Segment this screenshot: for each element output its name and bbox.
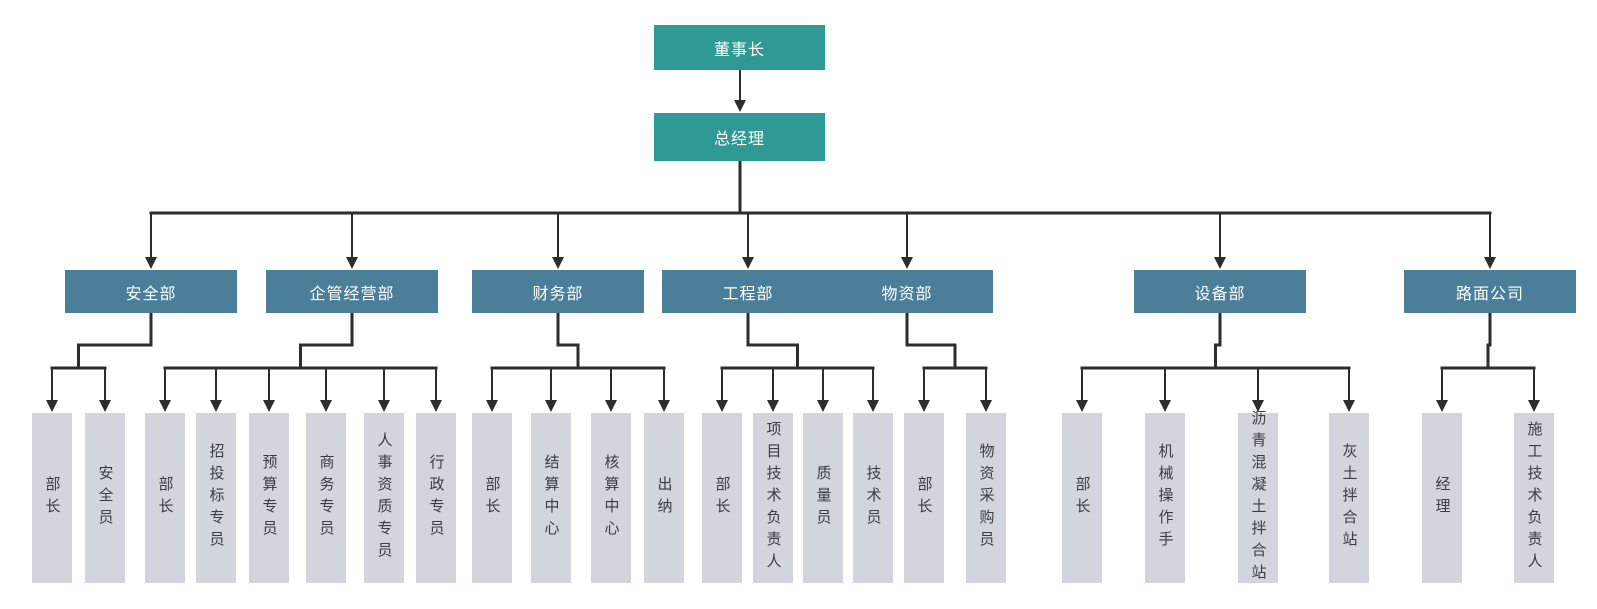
node-label: 沥青混凝土拌合站: [1249, 410, 1267, 586]
org-node-department: 物资部: [821, 270, 993, 313]
node-label: 预算专员: [260, 454, 278, 542]
node-label: 物资采购员: [977, 443, 995, 553]
org-node-position: 沥青混凝土拌合站: [1238, 410, 1278, 586]
org-node-position: 预算专员: [249, 413, 289, 583]
org-node-position: 部长: [32, 413, 72, 583]
node-label: 技术员: [864, 465, 882, 531]
node-label: 招投标专员: [207, 443, 225, 553]
node-label: 项目技术负责人: [764, 421, 782, 575]
org-node-general-manager: 总经理: [654, 113, 825, 161]
org-node-position: 部长: [702, 413, 742, 583]
org-node-department: 工程部: [662, 270, 834, 313]
general-manager-label: 总经理: [713, 131, 765, 148]
org-node-position: 部长: [904, 413, 944, 583]
org-node-position: 招投标专员: [196, 413, 236, 583]
org-node-position: 出纳: [644, 413, 684, 583]
node-label: 经理: [1433, 476, 1451, 520]
node-label: 部长: [156, 476, 174, 520]
node-label: 人事资质专员: [375, 432, 393, 564]
node-label: 核算中心: [602, 454, 620, 542]
node-label: 安全部: [125, 285, 177, 303]
node-label: 物资部: [881, 285, 933, 303]
node-label: 出纳: [655, 476, 673, 520]
org-node-position: 部长: [145, 413, 185, 583]
node-label: 企管经营部: [309, 285, 395, 303]
org-node-position: 核算中心: [591, 413, 631, 583]
node-label: 商务专员: [317, 454, 335, 542]
node-label: 部长: [43, 476, 61, 520]
node-label: 工程部: [722, 285, 774, 303]
org-node-position: 灰土拌合站: [1329, 413, 1369, 583]
node-label: 部长: [483, 476, 501, 520]
node-label: 设备部: [1194, 285, 1246, 303]
node-label: 结算中心: [542, 454, 560, 542]
org-node-position: 施工技术负责人: [1514, 413, 1554, 583]
node-label: 机械操作手: [1156, 443, 1174, 553]
org-node-department: 设备部: [1134, 270, 1306, 313]
node-label: 安全员: [96, 465, 114, 531]
org-node-position: 机械操作手: [1145, 413, 1185, 583]
node-label: 灰土拌合站: [1340, 443, 1358, 553]
org-node-department: 企管经营部: [266, 270, 438, 313]
org-node-position: 结算中心: [531, 413, 571, 583]
org-node-position: 商务专员: [306, 413, 346, 583]
org-node-chairman: 董事长: [654, 25, 825, 70]
org-node-position: 部长: [1062, 413, 1102, 583]
org-node-position: 部长: [472, 413, 512, 583]
org-node-position: 质量员: [803, 413, 843, 583]
node-label: 财务部: [532, 285, 584, 303]
org-node-department: 财务部: [472, 270, 644, 313]
org-node-position: 技术员: [853, 413, 893, 583]
chairman-label: 董事长: [713, 41, 765, 59]
org-node-department: 安全部: [65, 270, 237, 313]
node-label: 部长: [915, 476, 933, 520]
org-node-position: 经理: [1422, 413, 1462, 583]
node-label: 部长: [713, 476, 731, 520]
node-label: 施工技术负责人: [1525, 421, 1543, 575]
org-node-position: 安全员: [85, 413, 125, 583]
org-node-position: 项目技术负责人: [753, 413, 793, 583]
org-node-position: 行政专员: [416, 413, 456, 583]
org-node-department: 路面公司: [1404, 270, 1576, 313]
node-label: 质量员: [814, 465, 832, 531]
org-node-position: 人事资质专员: [364, 413, 404, 583]
node-label: 行政专员: [427, 454, 445, 542]
org-node-position: 物资采购员: [966, 413, 1006, 583]
node-label: 路面公司: [1455, 285, 1524, 303]
node-label: 部长: [1073, 476, 1091, 520]
